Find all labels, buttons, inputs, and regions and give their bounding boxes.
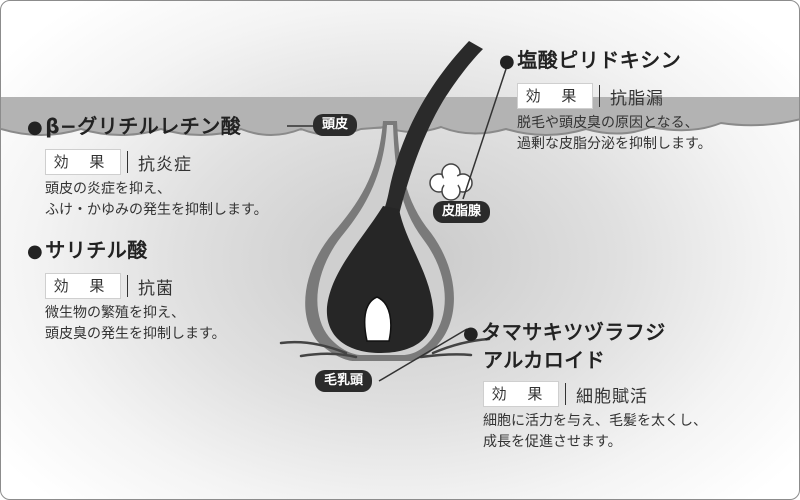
effect-row: 効 果 細胞賦活 bbox=[483, 381, 707, 407]
effect-value: 抗菌 bbox=[138, 278, 174, 299]
block-salicylic: ●サリチル酸 効 果 抗菌 微生物の繁殖を抑え、 頭皮臭の発生を抑制します。 bbox=[27, 237, 226, 345]
block-title: ●サリチル酸 bbox=[27, 237, 226, 265]
effect-value: 抗炎症 bbox=[138, 154, 192, 175]
title-text: β−グリチルレチン酸 bbox=[45, 114, 242, 138]
tag-scalp: 頭皮 bbox=[313, 114, 358, 136]
block-cepharanthine: ●タマサキツヅラフジ アルカロイド 効 果 細胞賦活 細胞に活力を与え、毛髪を太… bbox=[463, 319, 707, 453]
effect-divider bbox=[127, 275, 128, 297]
effect-divider bbox=[599, 85, 600, 107]
effect-row: 効 果 抗脂漏 bbox=[517, 83, 712, 109]
block-description: 微生物の繁殖を抑え、 頭皮臭の発生を抑制します。 bbox=[45, 305, 226, 342]
tag-sebaceous-gland: 皮脂腺 bbox=[433, 201, 491, 223]
bullet-icon: ● bbox=[27, 241, 44, 262]
block-pyridoxine: ●塩酸ピリドキシン 効 果 抗脂漏 脱毛や頭皮臭の原因となる、 過剰な皮脂分泌を… bbox=[499, 47, 712, 155]
effect-label: 効 果 bbox=[517, 83, 593, 109]
block-description: 頭皮の炎症を抑え、 ふけ・かゆみの発生を抑制します。 bbox=[45, 181, 268, 218]
title-text-line1: タマサキツヅラフジ bbox=[481, 320, 666, 344]
block-title: ●タマサキツヅラフジ bbox=[463, 319, 707, 347]
block-title: ●β−グリチルレチン酸 bbox=[27, 113, 268, 141]
hair-shaft bbox=[383, 41, 483, 215]
effect-row: 効 果 抗炎症 bbox=[45, 149, 268, 175]
effect-label: 効 果 bbox=[483, 381, 559, 407]
bullet-icon: ● bbox=[499, 51, 516, 72]
root-lines bbox=[279, 337, 491, 359]
effect-row: 効 果 抗菌 bbox=[45, 273, 226, 299]
bullet-icon: ● bbox=[27, 117, 44, 138]
block-description: 脱毛や頭皮臭の原因となる、 過剰な皮脂分泌を抑制します。 bbox=[517, 115, 712, 152]
block-title: ●塩酸ピリドキシン bbox=[499, 47, 712, 75]
effect-label: 効 果 bbox=[45, 273, 121, 299]
sebaceous-gland bbox=[429, 163, 473, 201]
hair-bulb bbox=[326, 206, 434, 353]
effect-divider bbox=[127, 151, 128, 173]
effect-divider bbox=[565, 383, 566, 405]
dermal-papilla bbox=[363, 296, 392, 342]
title-text: サリチル酸 bbox=[45, 238, 148, 262]
block-description: 細胞に活力を与え、毛髪を太くし、 成長を促進させます。 bbox=[483, 413, 707, 450]
block-glycyrrhetinic: ●β−グリチルレチン酸 効 果 抗炎症 頭皮の炎症を抑え、 ふけ・かゆみの発生を… bbox=[27, 113, 268, 221]
effect-label: 効 果 bbox=[45, 149, 121, 175]
bullet-icon: ● bbox=[463, 323, 480, 344]
leader-pyridoxine bbox=[462, 68, 507, 200]
effect-value: 細胞賦活 bbox=[576, 386, 648, 407]
leader-cepharanthine bbox=[378, 328, 468, 382]
effect-value: 抗脂漏 bbox=[610, 88, 664, 109]
title-text: 塩酸ピリドキシン bbox=[517, 48, 682, 72]
tag-dermal-papilla: 毛乳頭 bbox=[315, 370, 373, 392]
title-text-line2: アルカロイド bbox=[483, 348, 606, 372]
